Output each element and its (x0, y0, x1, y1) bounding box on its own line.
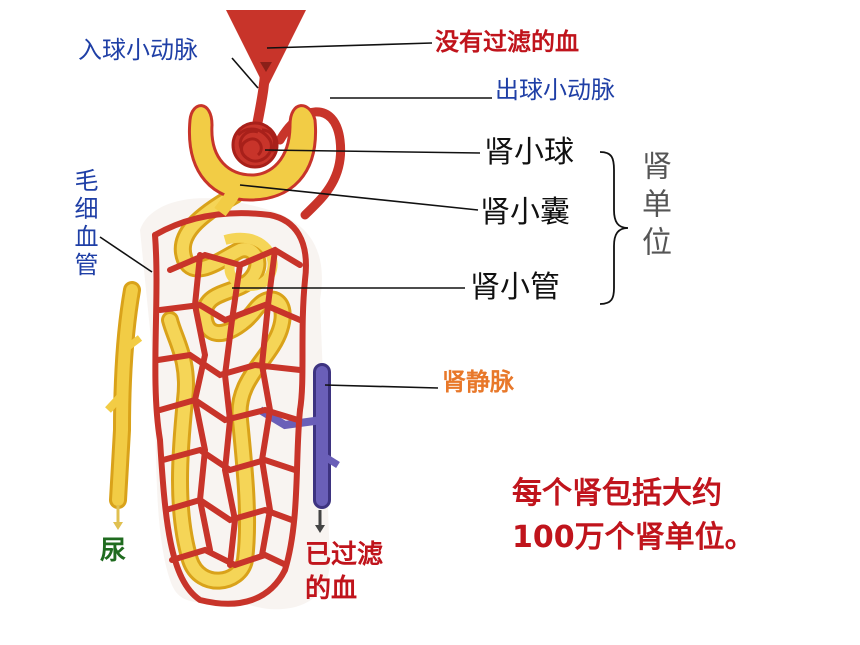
afferent-arteriole-label: 入球小动脉 (78, 36, 198, 64)
filtered-blood-arrowhead (315, 525, 325, 533)
efferent-arteriole-label: 出球小动脉 (495, 76, 615, 104)
capillary-label: 毛细血管 (70, 168, 98, 280)
note-line1: 每个肾包括大约 (512, 476, 722, 511)
nephron-brace (599, 151, 629, 305)
unfiltered-blood-label: 没有过滤的血 (435, 28, 579, 56)
urine-label: 尿 (100, 536, 127, 566)
bowman-capsule (187, 104, 318, 217)
urine-arrowhead (113, 522, 123, 530)
note-line2: 100万个肾单位。 (512, 520, 755, 555)
nephron-label: 肾单位 (636, 150, 671, 264)
renal-vein-label: 肾静脉 (442, 368, 514, 396)
filtered-blood-label: 已过滤 的血 (305, 538, 383, 606)
unfiltered-arrowhead (260, 62, 272, 72)
filtered-blood-label-line1: 已过滤 (305, 540, 384, 570)
renal-tubule-label: 肾小管 (470, 270, 560, 305)
glomerulus (231, 121, 279, 169)
collecting-duct (105, 281, 143, 509)
filtered-blood-label-line2: 的血 (305, 574, 358, 604)
nephron-count-note: 每个肾包括大约 100万个肾单位。 (512, 472, 755, 560)
renal-vein (257, 363, 340, 509)
capillary-network (152, 210, 309, 607)
leader-lines (99, 42, 492, 389)
bowman-capsule-label: 肾小囊 (480, 195, 570, 230)
glomerulus-label: 肾小球 (484, 135, 574, 170)
